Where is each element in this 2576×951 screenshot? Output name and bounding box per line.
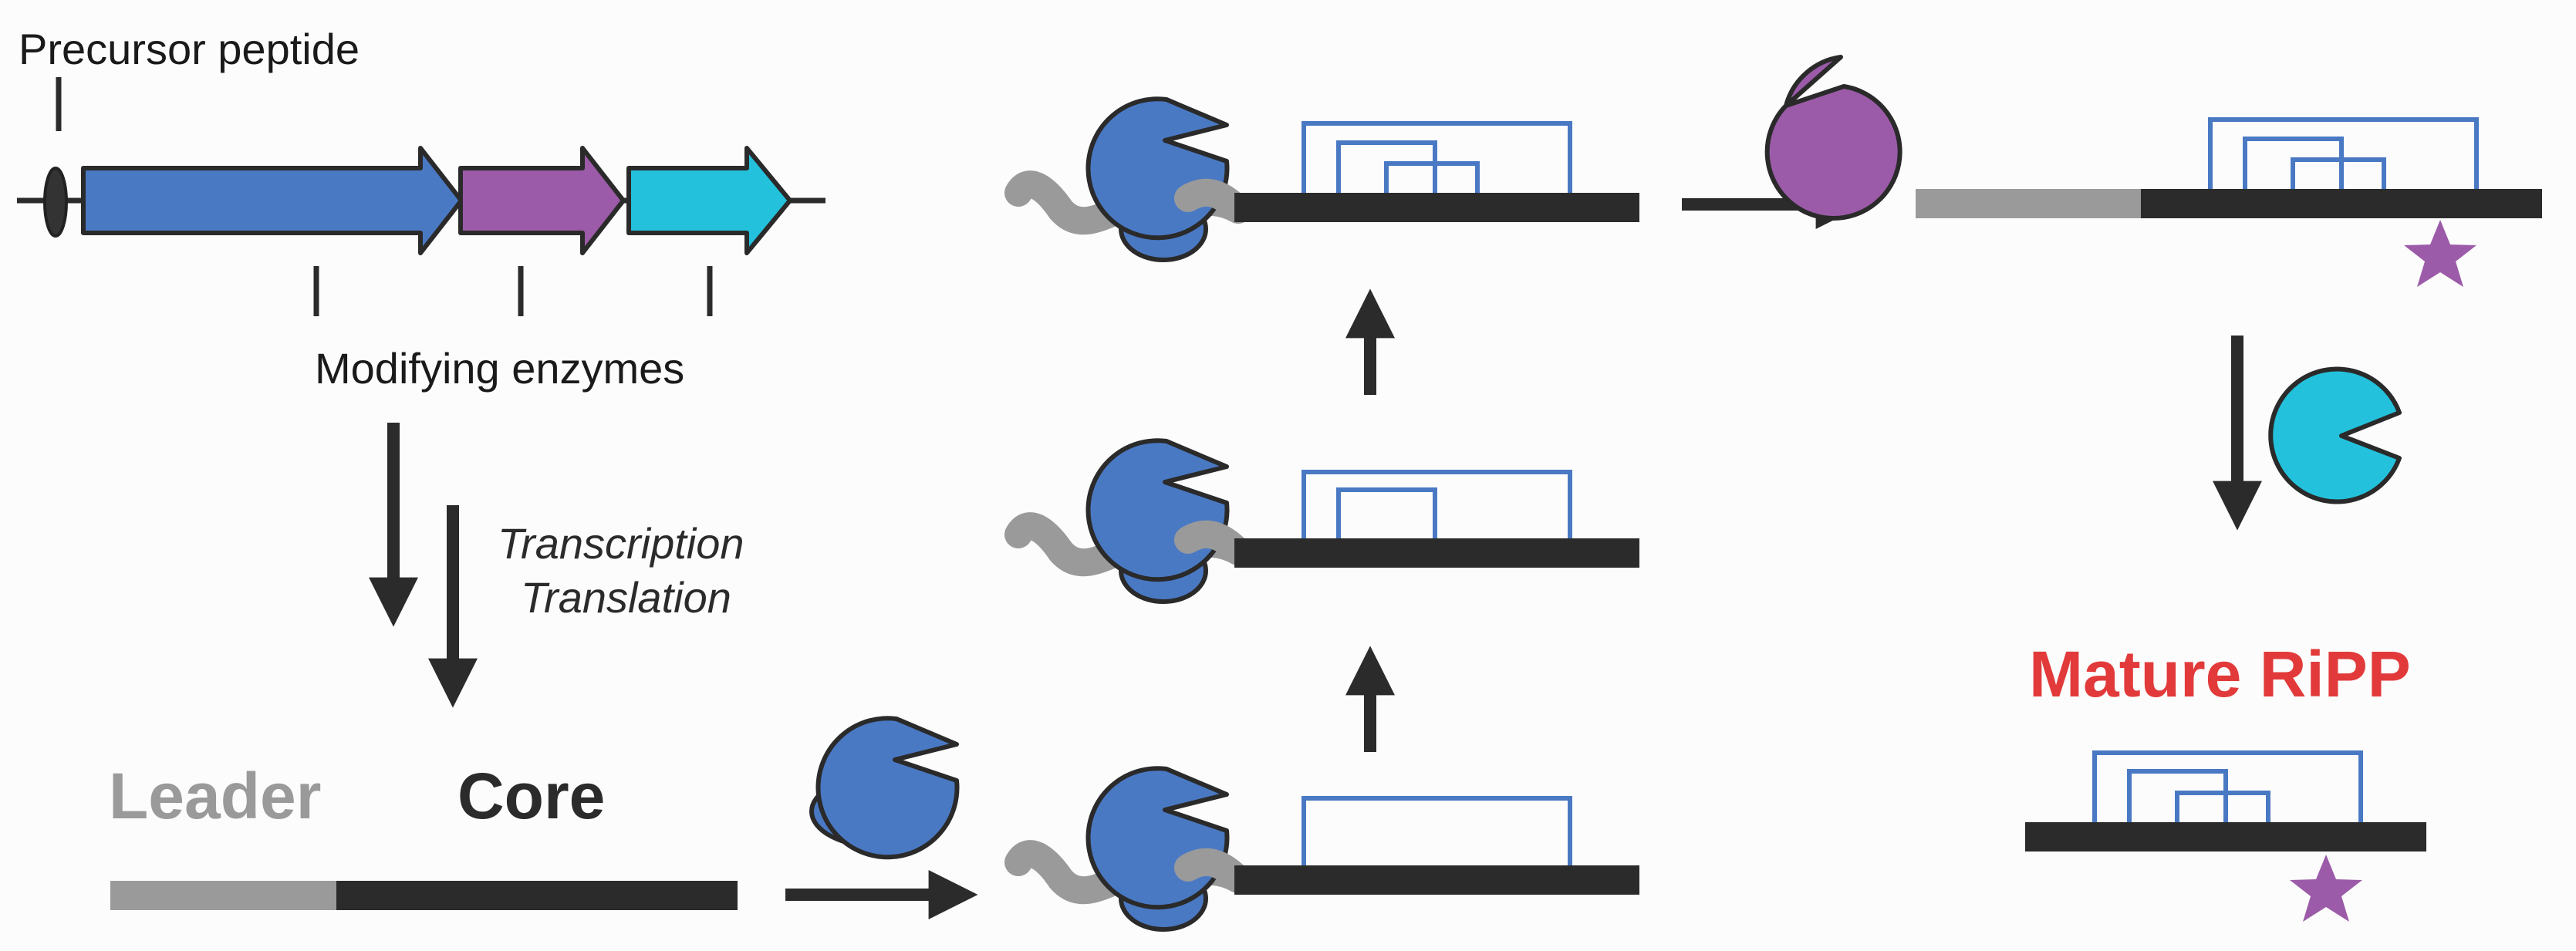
- precursor-peptide-label: Precursor peptide: [19, 25, 360, 73]
- ring-3: [2291, 157, 2386, 189]
- core-segment: [1234, 865, 1639, 895]
- core-segment: [1234, 538, 1639, 568]
- gene-cluster: [17, 77, 825, 316]
- leader-segment: [110, 881, 338, 910]
- step-arrows: [369, 180, 2262, 919]
- core-label: Core: [457, 760, 606, 832]
- ring-1: [1302, 796, 1572, 865]
- star-icon: [2290, 855, 2362, 922]
- ring-2: [2127, 769, 2228, 822]
- precursor-gene-marker: [43, 167, 68, 238]
- core-segment: [2141, 189, 2542, 218]
- core-segment: [336, 881, 738, 910]
- transcription-label: Transcription: [498, 519, 744, 568]
- complex-middle: [1004, 438, 1639, 604]
- ring-1: [2092, 750, 2363, 822]
- star-icon: [2404, 220, 2476, 287]
- core-segment: [2025, 822, 2426, 852]
- precursor-peptide-bar: [110, 881, 738, 910]
- pacman-enzyme-icon: [809, 716, 960, 860]
- ring-2: [2243, 137, 2344, 189]
- ring-2: [1336, 140, 1437, 193]
- pacman-enzyme-icon: [1085, 766, 1230, 910]
- gene-arrow-cyan: [626, 146, 792, 255]
- leader-segment: [1916, 189, 2143, 218]
- leader-label: Leader: [109, 760, 322, 832]
- complex-bottom: [1004, 766, 1639, 932]
- mature-ripp-peptide: [2025, 750, 2426, 922]
- pacman-enzyme-icon: [2268, 366, 2402, 504]
- gene-arrow-blue: [81, 146, 464, 255]
- pacman-enzyme-icon: [1085, 438, 1230, 582]
- ring-1: [2208, 117, 2479, 189]
- ring-2: [1336, 487, 1437, 538]
- pacman-enzyme-icon: [1085, 96, 1230, 241]
- ring-1: [1302, 121, 1572, 193]
- pacman-enzyme-icon: [1764, 55, 1902, 221]
- ring-1: [1302, 470, 1572, 538]
- translation-label: Translation: [521, 573, 731, 622]
- ring-3: [1384, 161, 1480, 193]
- mature-ripp-title: Mature RiPP: [2029, 638, 2411, 710]
- gene-arrow-purple: [458, 146, 626, 255]
- complex-top: [1004, 96, 1639, 262]
- ring-3: [2175, 791, 2270, 822]
- modified-peptide: [1916, 117, 2542, 287]
- core-segment: [1234, 193, 1639, 222]
- modifying-enzymes-label: Modifying enzymes: [315, 344, 685, 393]
